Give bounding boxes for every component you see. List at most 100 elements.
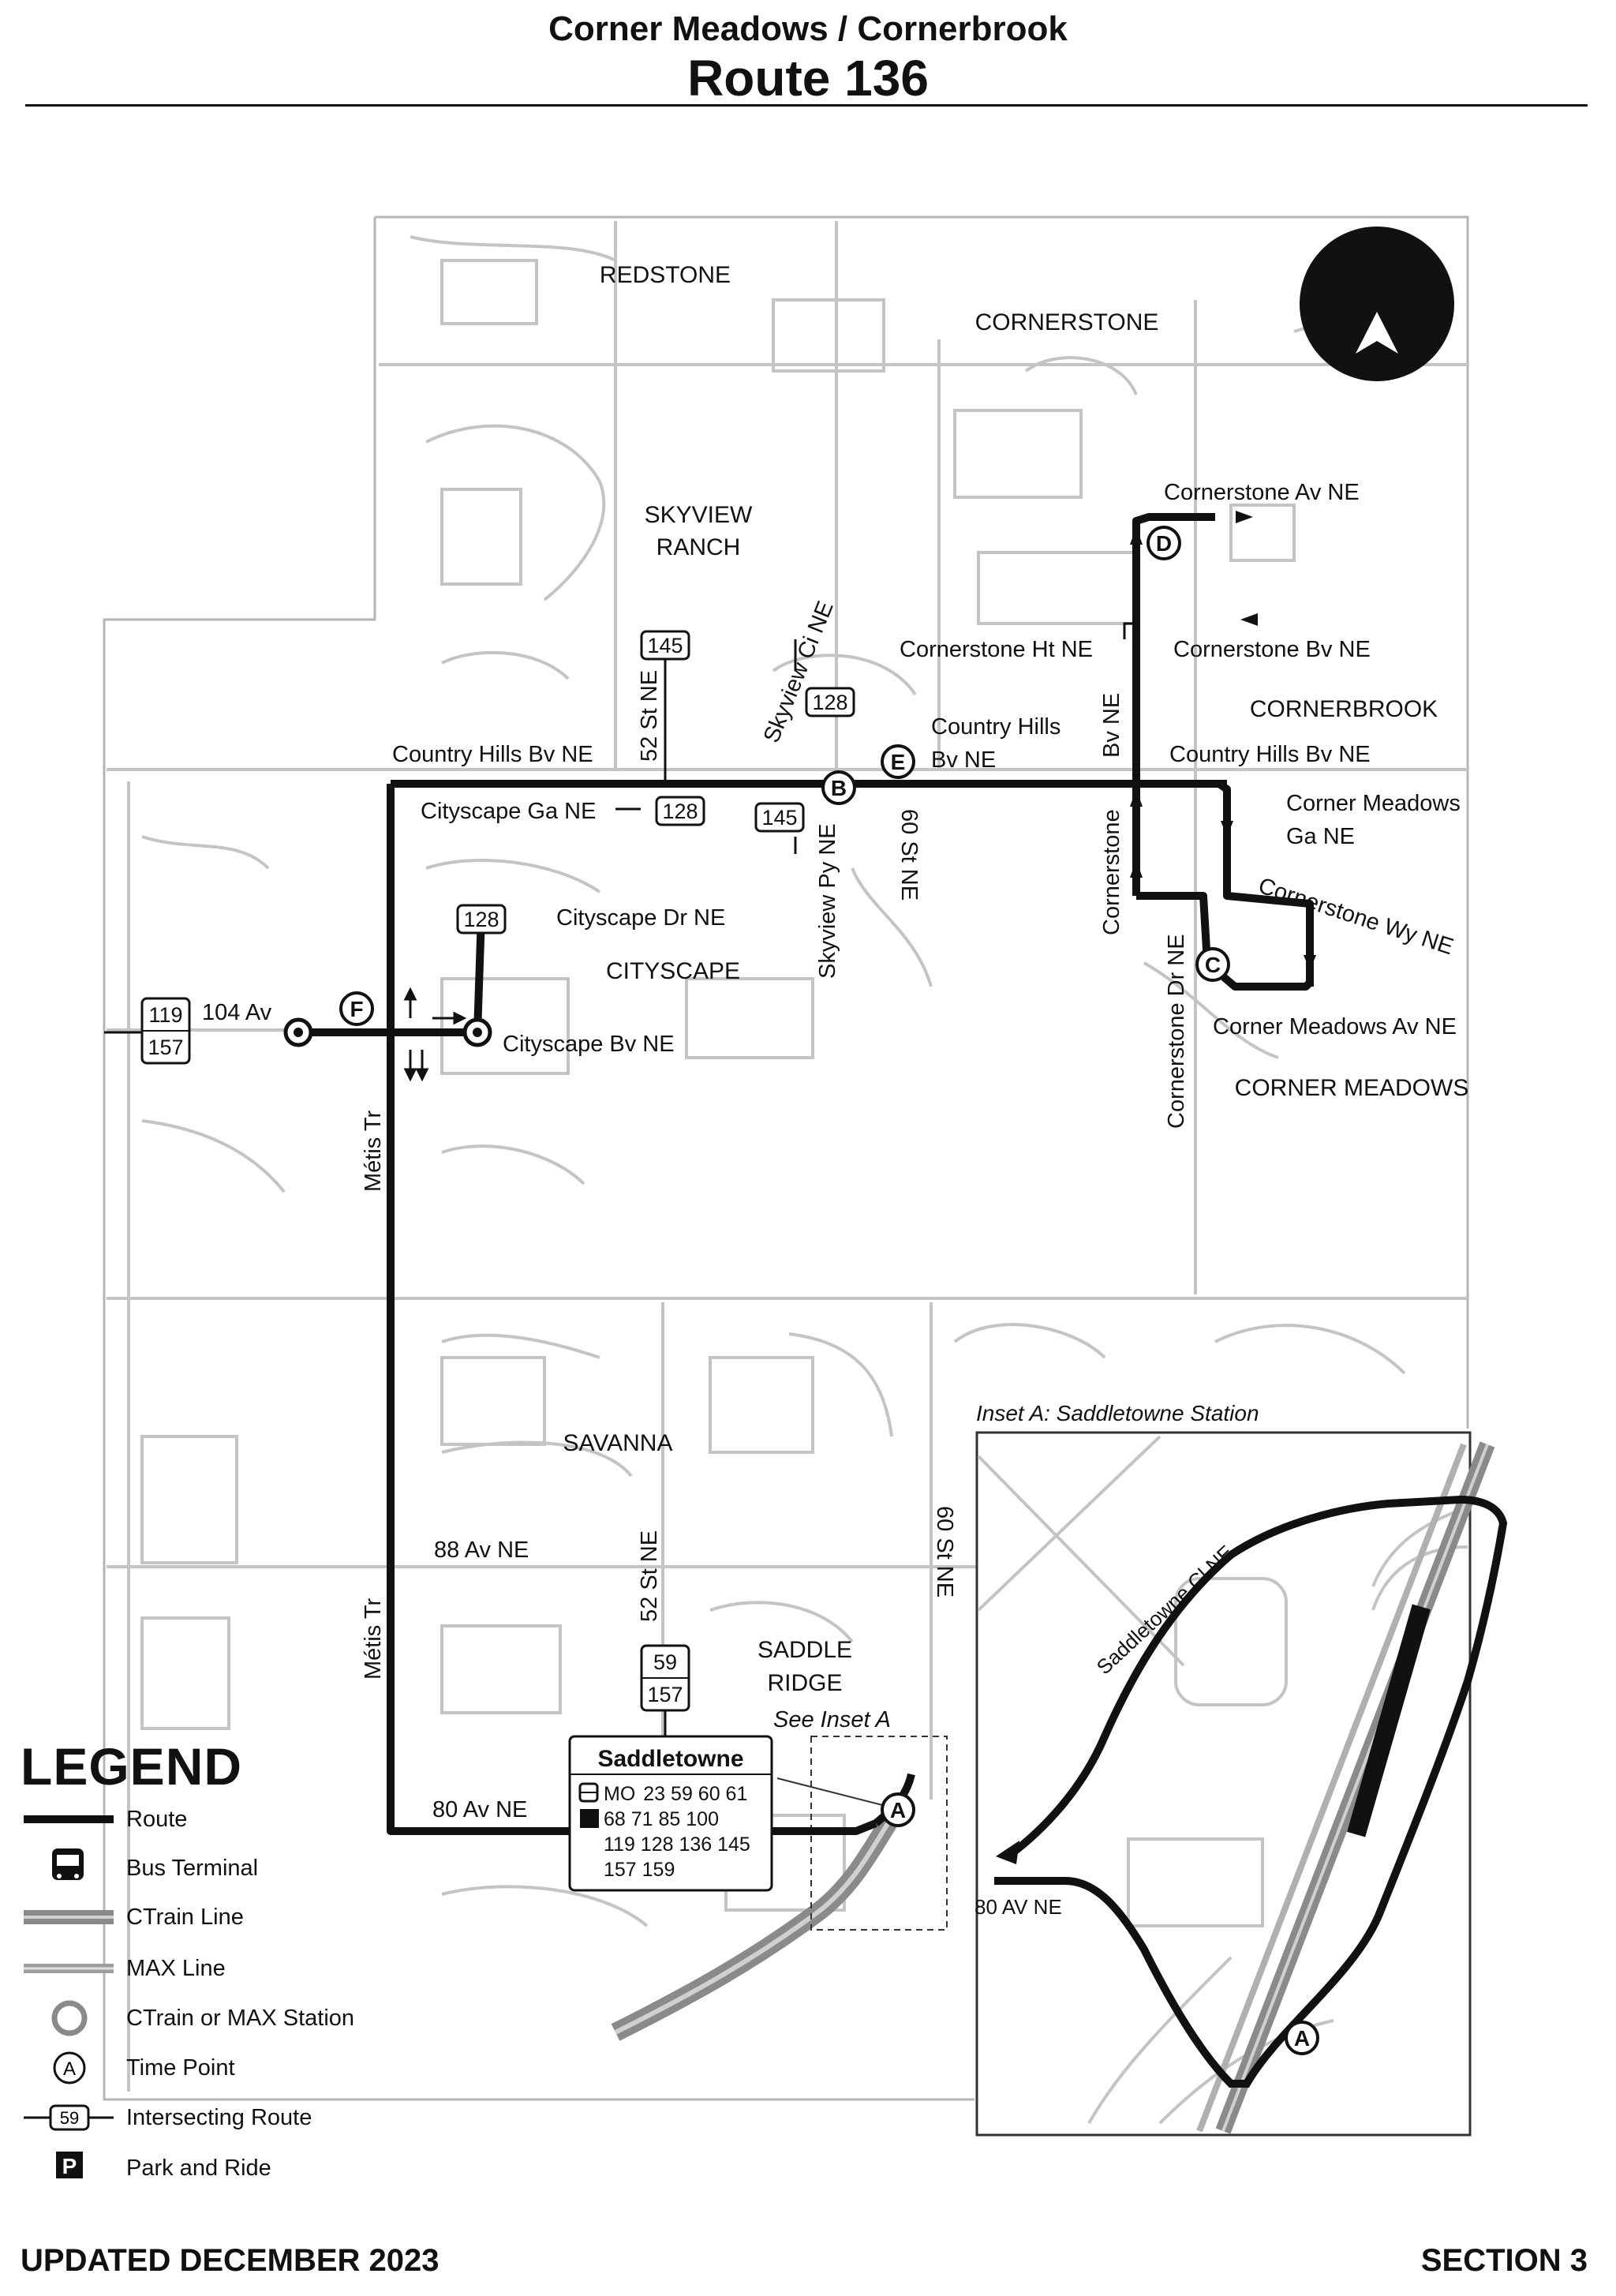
street-corner-meadows-ga-2: Ga NE [1286,824,1355,849]
svg-text:D: D [1156,531,1172,556]
street-cityscape-dr: Cityscape Dr NE [556,905,725,931]
station-104av-east [462,1017,492,1047]
route-box-145-north: 145 [640,630,690,661]
bus-terminal-icon [52,1848,84,1880]
route-box-145-skyview: 145 [754,802,805,833]
section-label: SECTION 3 [1420,2243,1588,2278]
community-saddle-ridge-1: SADDLE [758,1637,852,1663]
station-swatch-icon [51,2000,88,2036]
legend-time-point-label: Time Point [126,2055,235,2081]
street-corner-meadows-ga-1: Corner Meadows [1286,791,1461,816]
route-arrows [1130,511,1316,971]
community-cornerbrook: CORNERBROOK [1250,696,1438,722]
legend-symbols: A 59 P [24,1815,114,2178]
map-boundary [103,215,1469,2101]
street-cityscape-ga: Cityscape Ga NE [421,799,596,824]
street-cornerstone-av: Cornerstone Av NE [1164,480,1360,505]
svg-text:A: A [1294,2026,1310,2051]
street-cornerstone-bv: Cornerstone Bv NE [1173,637,1371,662]
svg-text:128: 128 [662,800,698,823]
time-point-swatch-icon: A [53,2051,86,2084]
legend-ctrain-label: CTrain Line [126,1905,244,1930]
street-skyview-py: Skyview Py NE [815,823,840,979]
community-skyview-2: RANCH [656,534,741,560]
community-redstone: REDSTONE [600,262,731,288]
route-box-128-skyview: 128 [805,687,855,717]
street-52st-north: 52 St NE [637,670,662,762]
community-savanna: SAVANNA [563,1430,673,1456]
time-points[interactable]: B E D C F A A [339,526,1319,2055]
svg-text:C: C [1205,953,1221,977]
turn-arrows [403,622,1140,1082]
route-box-119-157: 119 157 [140,997,191,1065]
bus-icon [578,1782,599,1803]
terminal-routes-3: 119 128 136 145 [604,1833,750,1856]
updated-date: UPDATED DECEMBER 2023 [21,2243,440,2278]
legend-intersecting-label: Intersecting Route [126,2105,312,2130]
svg-text:119: 119 [148,1003,182,1027]
inset-route-arrow [996,1841,1019,1864]
street-80-av-inset: 80 AV NE [974,1895,1062,1919]
svg-text:F: F [350,997,363,1021]
route-box-128-cityscape-ga: 128 [655,796,705,826]
time-point-a: A [881,1792,915,1827]
svg-text:157: 157 [148,1036,183,1059]
svg-text:P: P [584,1809,596,1829]
street-country-hills-center-2: Bv NE [931,747,996,773]
community-cityscape: CITYSCAPE [606,958,740,984]
street-bv-ne-vertical: Bv NE [1099,693,1124,758]
street-metis-north: Métis Tr [361,1111,386,1192]
compass-north-label: N [1360,253,1393,306]
street-country-hills-east: Country Hills Bv NE [1169,742,1371,767]
street-country-hills-west: Country Hills Bv NE [392,742,593,767]
street-80-av: 80 Av NE [432,1797,527,1822]
street-grid [107,221,1468,2092]
street-60st-south: 60 St NE [932,1506,957,1597]
inset-route-loop [994,1495,1508,2088]
time-point-e: E [881,744,915,779]
compass-rose: N [1300,227,1454,381]
community-saddle-ridge-2: RIDGE [767,1670,842,1696]
street-cornerstone-dr: Cornerstone Dr NE [1164,934,1189,1129]
inset-saddletowne[interactable] [975,1431,1508,2137]
parking-icon: P [580,1809,599,1829]
svg-text:128: 128 [463,908,499,931]
street-cornerstone-ht: Cornerstone Ht NE [900,637,1093,662]
street-metis-south: Métis Tr [361,1598,386,1680]
svg-text:157: 157 [647,1683,683,1706]
street-skyview-ci: Skyview Ci NE [759,597,839,746]
street-88-av: 88 Av NE [434,1538,529,1563]
map-subtitle: Corner Meadows / Cornerbrook [548,9,1068,48]
inset-title: Inset A: Saddletowne Station [976,1401,1259,1425]
legend-title: LEGEND [21,1737,243,1796]
svg-text:59: 59 [653,1650,677,1674]
svg-text:59: 59 [60,2108,79,2128]
street-52st-south: 52 St NE [637,1530,662,1622]
street-cornerstone-wy: Cornerstone Wy NE [1255,873,1457,960]
intersecting-route-swatch: 59 [24,2104,114,2131]
time-point-c: C [1195,947,1230,982]
street-cornerstone-vertical: Cornerstone [1099,809,1124,935]
street-60st-north: 60 St NE [896,809,922,901]
svg-text:E: E [891,750,906,774]
inset-rail [1196,1441,1495,2134]
time-point-d: D [1147,526,1181,560]
inset-platform [1347,1604,1431,1837]
park-ride-icon: P [56,2152,83,2178]
svg-text:A: A [63,2058,76,2080]
community-skyview-1: SKYVIEW [645,502,753,528]
see-inset-note: See Inset A [773,1707,891,1732]
svg-text:128: 128 [812,691,847,714]
time-point-b: B [821,770,856,805]
street-country-hills-center-1: Country Hills [931,714,1060,740]
legend-park-ride-label: Park and Ride [126,2156,271,2181]
intersecting-route-boxes: 145 128 128 145 128 119 157 59 157 [140,630,855,1712]
street-104-av: 104 Av [202,1000,272,1025]
station-104av-west [283,1017,313,1047]
time-point-f: F [339,991,374,1026]
route-box-59-157: 59 157 [640,1644,690,1712]
header-divider [25,104,1588,107]
